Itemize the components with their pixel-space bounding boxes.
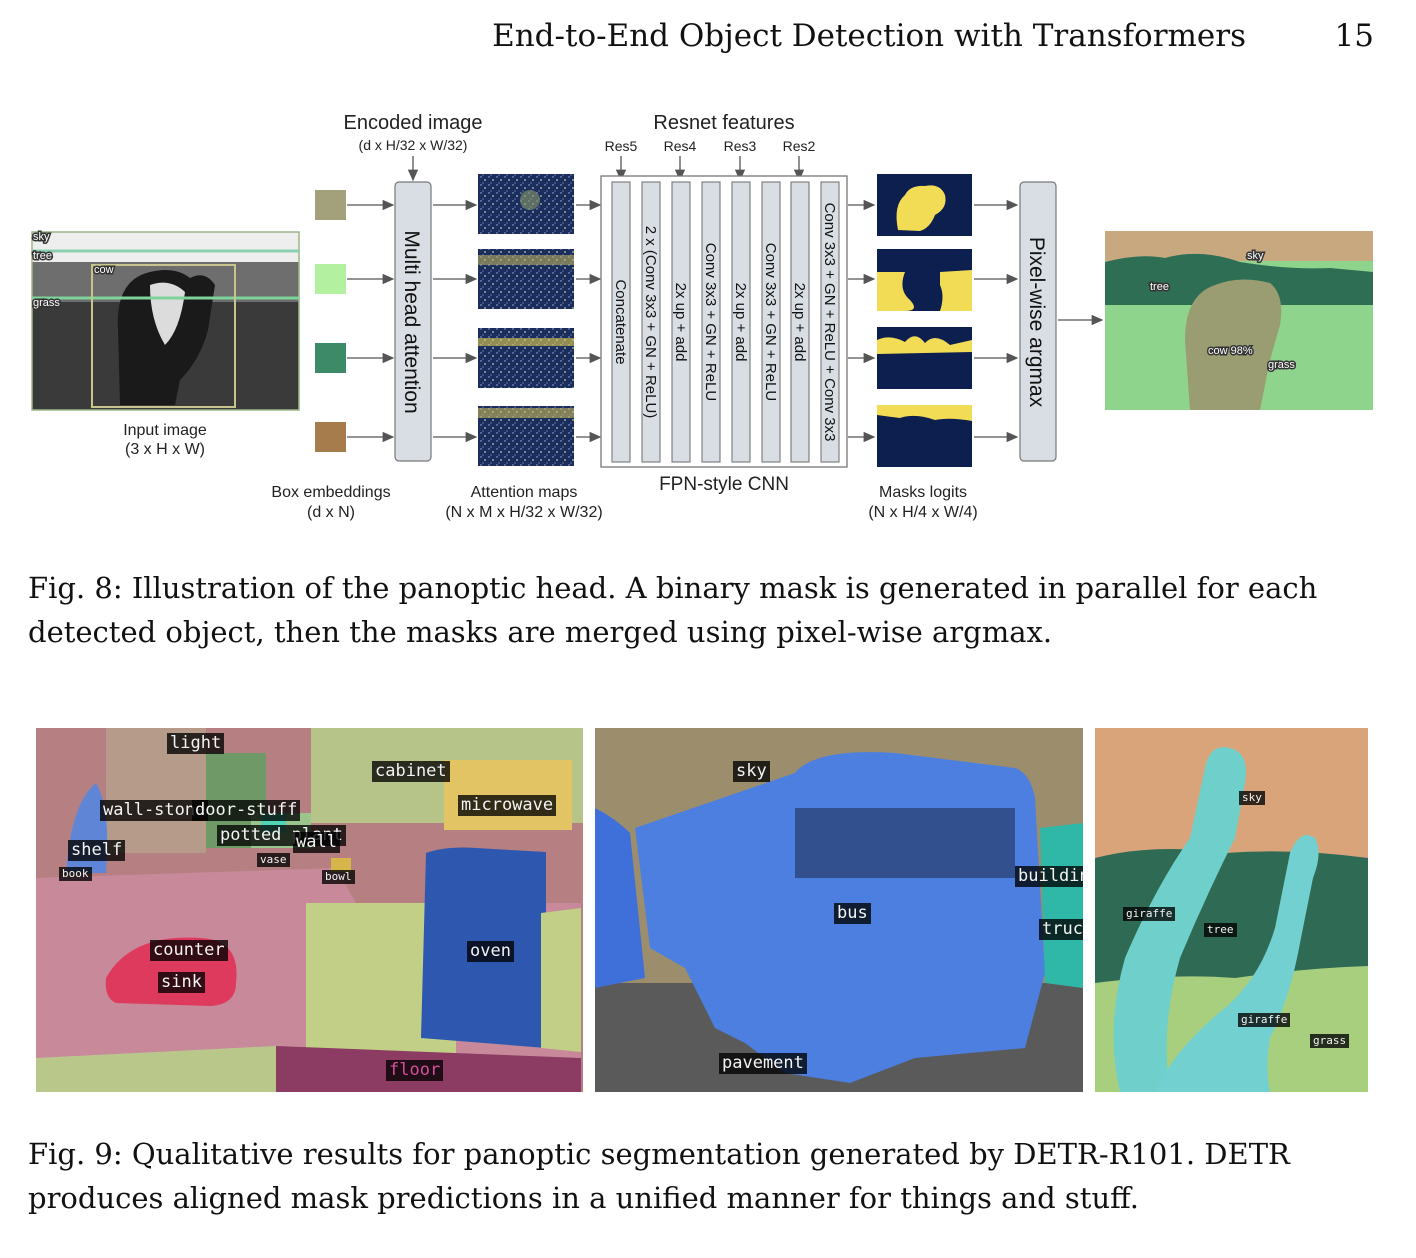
fpn-column-label: 2 x (Conv 3x3 + GN + ReLU) — [642, 226, 659, 419]
panoptic-head-diagram: sky tree cow grass Input image (3 x H x … — [31, 112, 1373, 521]
kitchen-label-book: book — [59, 867, 92, 882]
res-label: Res2 — [783, 138, 816, 154]
masks-logits-dims: (N x H/4 x W/4) — [868, 504, 977, 521]
bus-label-sky: sky — [733, 761, 770, 782]
attention-maps-dims: (N x M x H/32 x W/32) — [445, 504, 602, 521]
kitchen-label-shelf: shelf — [68, 840, 126, 861]
kitchen-label-door-stuff: door-stuff — [192, 800, 301, 821]
kitchen-label-microwave: microwave — [458, 795, 557, 816]
masks-logits-title: Masks logits — [879, 484, 967, 501]
kitchen-label-bowl: bowl — [322, 870, 355, 885]
output-label: grass — [1268, 359, 1295, 371]
pixel-wise-argmax-block — [1019, 181, 1057, 462]
page-number: 15 — [1334, 18, 1374, 54]
box-embeddings — [315, 190, 346, 452]
kitchen-label-vase: vase — [257, 853, 290, 868]
kitchen-label-wall-stone: wall-stone — [100, 800, 209, 821]
input-box-label: cow — [94, 264, 114, 276]
fpn-column-label: 2x up + add — [732, 283, 749, 362]
input-image-dims: (3 x H x W) — [125, 441, 205, 458]
giraffe-label-tree: tree — [1204, 923, 1237, 938]
output-label: tree — [1150, 281, 1169, 293]
fpn-column-label: Conv 3x3 + GN + ReLU — [702, 243, 719, 401]
fpn-cnn-title: FPN-style CNN — [659, 474, 789, 495]
giraffe-label-giraffe: giraffe — [1238, 1013, 1291, 1028]
mask-logits — [877, 174, 972, 467]
kitchen-label-floor: floor — [386, 1060, 444, 1081]
res-label: Res3 — [724, 138, 757, 154]
res-label: Res4 — [664, 138, 697, 154]
figure-9-caption: Fig. 9: Qualitative results for panoptic… — [28, 1137, 1290, 1215]
kitchen-label-oven: oven — [467, 941, 514, 962]
bus-segmentation-image: sky building bus truck pavement — [595, 728, 1083, 1092]
output-segmentation — [1105, 231, 1373, 410]
fpn-column-label: 2x up + add — [672, 283, 689, 362]
embedding-arrows — [347, 199, 395, 443]
input-box-label: grass — [33, 297, 60, 309]
kitchen-label-light: light — [167, 733, 225, 754]
attention-maps — [478, 174, 574, 466]
fpn-cnn-block — [600, 175, 848, 468]
kitchen-segmentation-image: light cabinet microwave wall-stone door-… — [36, 728, 583, 1092]
input-box-label: tree — [33, 250, 52, 262]
bus-label-truck: truck — [1039, 919, 1083, 940]
encoded-image-title: Encoded image — [344, 112, 483, 134]
bus-label-bus: bus — [834, 903, 871, 924]
resnet-features-title: Resnet features — [653, 112, 794, 134]
bus-label-pavement: pavement — [719, 1053, 807, 1074]
fpn-column-label: Conv 3x3 + GN + ReLU + Conv 3x3 — [821, 203, 838, 442]
res-label: Res5 — [605, 138, 638, 154]
figure-8-caption: Fig. 8: Illustration of the panoptic hea… — [28, 571, 1318, 649]
fpn-column-label: Conv 3x3 + GN + ReLU — [762, 243, 779, 401]
giraffe-label-giraffe: giraffe — [1123, 907, 1176, 922]
fpn-column-label: Concatenate — [612, 279, 629, 364]
attention-maps-title: Attention maps — [471, 484, 578, 501]
page-header: End-to-End Object Detection with Transfo… — [0, 18, 1416, 58]
kitchen-label-counter: counter — [150, 940, 228, 961]
encoded-image-dims: (d x H/32 x W/32) — [359, 137, 468, 153]
multi-head-attention-label: Multi head attention — [400, 230, 423, 413]
box-embeddings-dims: (d x N) — [307, 504, 355, 521]
giraffe-label-sky: sky — [1239, 791, 1265, 806]
running-title: End-to-End Object Detection with Transfo… — [492, 18, 1246, 54]
giraffe-segmentation-image: sky giraffe tree giraffe grass — [1095, 728, 1368, 1092]
box-embeddings-title: Box embeddings — [271, 484, 390, 501]
fpn-columns — [611, 181, 840, 463]
fpn-column-label: 2x up + add — [791, 283, 808, 362]
output-label: cow 98% — [1208, 345, 1253, 357]
input-box-label: sky — [33, 231, 50, 243]
kitchen-label-sink: sink — [158, 972, 205, 993]
input-image-title: Input image — [123, 422, 207, 439]
bus-label-building: building — [1015, 866, 1083, 887]
giraffe-label-grass: grass — [1310, 1034, 1350, 1049]
multi-head-attention-block — [394, 181, 432, 462]
pixel-wise-argmax-label: Pixel-wise argmax — [1025, 237, 1048, 408]
output-label: sky — [1247, 250, 1264, 262]
kitchen-label-cabinet: cabinet — [372, 761, 450, 782]
kitchen-label-wall: wall — [293, 832, 340, 853]
input-image — [31, 231, 300, 411]
